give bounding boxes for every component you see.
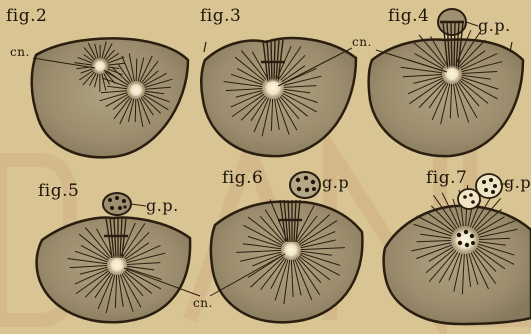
gp-label-fig7: g.p [504,175,531,191]
fig5-gp-pointer [131,204,146,206]
fig3-nucleus [263,78,283,98]
fig4-nucleus [443,65,461,83]
cn-label-fig2: cn. [10,46,30,58]
fig6-polar-body [290,172,320,198]
cn-label-fig4: cn. [352,36,372,48]
cn-label-bottom: cn. [193,297,213,309]
fig4-gp-pointer [466,22,478,26]
fig6-nucleus [282,241,300,259]
fig2-nucleus-right [128,82,144,98]
fig5-nucleus [108,256,126,274]
fig3-egg [201,38,356,156]
fig6-label: fig.6 [222,170,263,187]
aster-ray [135,99,136,122]
fig3-label: fig.3 [200,8,241,25]
fig3-mark [204,42,206,52]
gp-label-fig4: g.p. [478,18,511,34]
fig7-polar-body-2 [476,174,502,198]
fig2-label: fig.2 [6,8,47,25]
fig7-egg [384,174,531,324]
fig4-label: fig.4 [388,8,429,25]
fig7-label: fig.7 [426,170,467,187]
fig5-label: fig.5 [38,183,79,200]
fig2-egg [32,38,188,157]
gp-label-fig5: g.p. [146,198,179,214]
gp-label-fig6: g.p [322,175,349,191]
aster-ray [136,58,137,81]
